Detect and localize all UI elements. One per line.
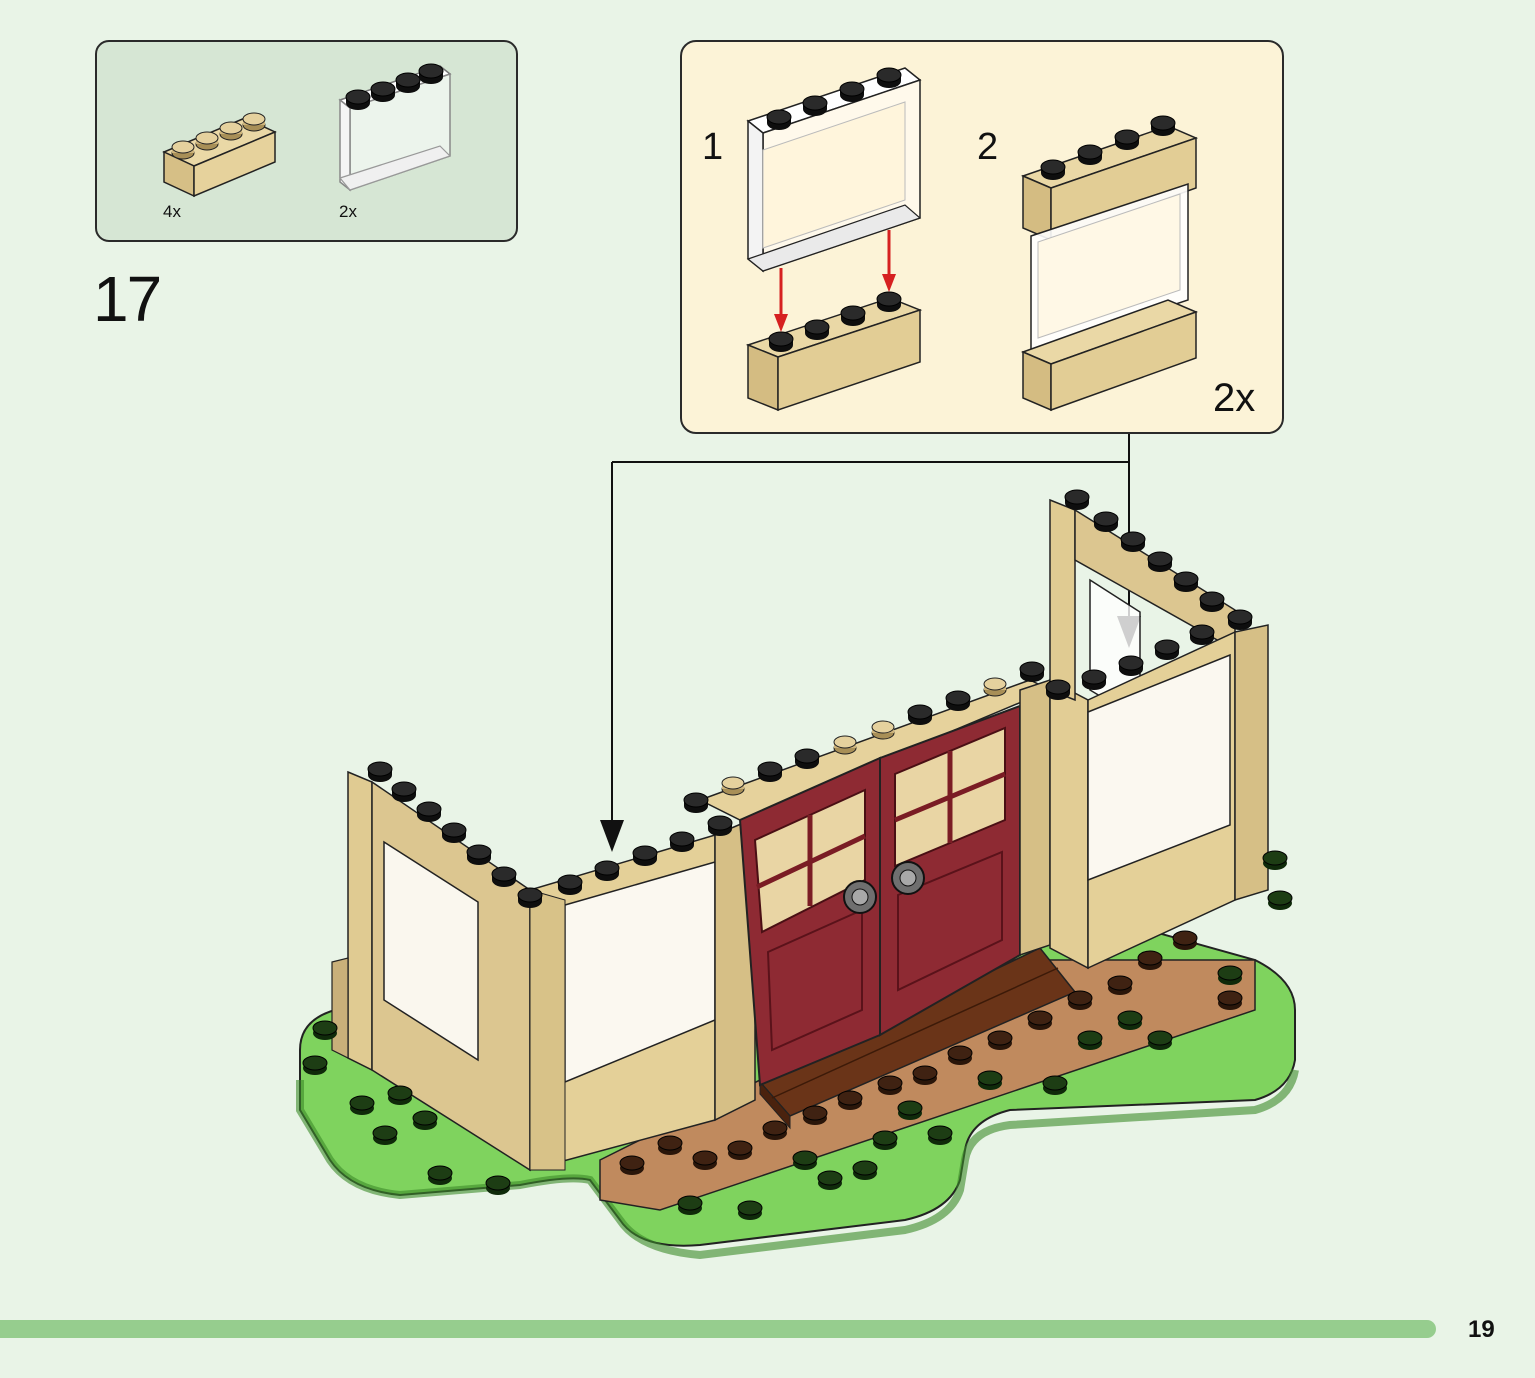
house-front-model (296, 489, 1299, 1260)
part-quantity-panel: 2x (339, 202, 357, 221)
page-number: 19 (1468, 1316, 1495, 1343)
subassembly-multiplier: 2x (1213, 376, 1256, 420)
transparent-panel-part (338, 63, 452, 192)
progress-bar (0, 1320, 1436, 1338)
substep-1-illustration (745, 67, 923, 412)
part-quantity-brick: 4x (163, 202, 181, 221)
tan-brick-part (162, 112, 277, 198)
substep-1-label: 1 (702, 126, 724, 168)
substep-2-illustration (1020, 115, 1199, 412)
step-number: 17 (93, 263, 162, 335)
substep-2-label: 2 (977, 126, 999, 168)
